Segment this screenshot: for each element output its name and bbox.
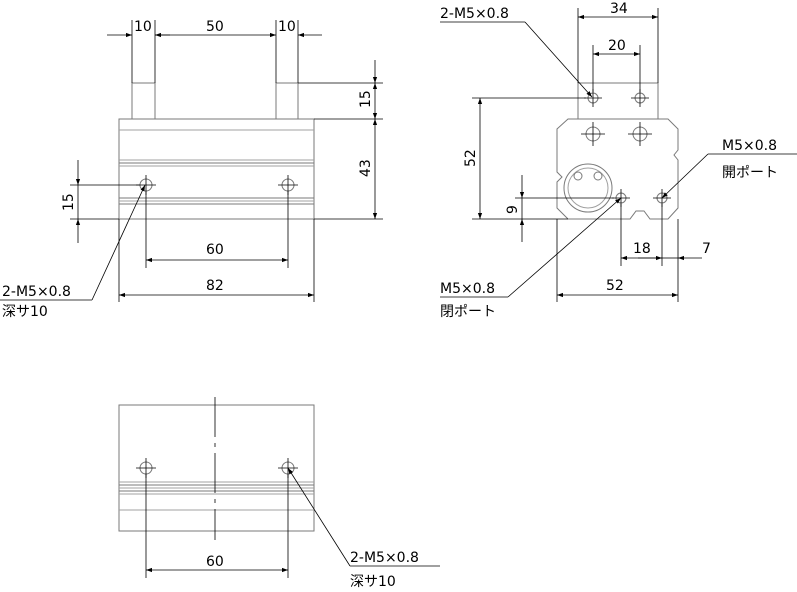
piston-bore — [563, 163, 613, 213]
housing-hole-left — [581, 122, 605, 146]
dim-left: 15 — [61, 193, 77, 211]
callout-thread: 2-M5×0.8 — [2, 284, 71, 300]
bottom-body — [118, 404, 315, 532]
cylinder-body — [118, 118, 315, 220]
port-close-label: 閉ポート — [440, 304, 496, 320]
front-view: 10 50 10 15 43 15 60 82 2-M5×0.8 深サ10 — [0, 19, 383, 320]
port-open-label: 開ポート — [722, 165, 778, 181]
dim-34: 34 — [610, 1, 628, 17]
dim-top-mid: 50 — [206, 19, 224, 35]
jaw-block — [577, 82, 659, 120]
dim-20: 20 — [608, 38, 626, 54]
callout-top: 2-M5×0.8 — [440, 6, 509, 22]
housing-hole-right — [628, 122, 652, 146]
dim-right-lower: 43 — [358, 159, 374, 177]
rod-left — [131, 82, 156, 120]
bottom-callout-thread: 2-M5×0.8 — [350, 550, 419, 566]
port-close-spec: M5×0.8 — [440, 281, 495, 297]
dim-52-bottom: 52 — [606, 278, 624, 294]
side-view: 2-M5×0.8 34 20 52 9 18 7 — [440, 1, 797, 320]
dim-7: 7 — [702, 241, 711, 257]
dim-18: 18 — [633, 241, 651, 257]
callout-depth: 深サ10 — [2, 304, 48, 320]
bottom-dim-hole-pitch: 60 — [206, 554, 224, 570]
bottom-view: 60 2-M5×0.8 深サ10 — [118, 397, 440, 590]
dim-52-left: 52 — [463, 149, 479, 167]
dim-width: 82 — [206, 278, 224, 294]
dim-9: 9 — [505, 205, 521, 214]
rod-right — [275, 82, 299, 120]
dim-top-right: 10 — [278, 19, 296, 35]
port-open-spec: M5×0.8 — [722, 138, 777, 154]
housing — [556, 118, 679, 220]
dim-top-left: 10 — [134, 19, 152, 35]
bottom-callout-depth: 深サ10 — [350, 574, 396, 590]
dim-hole-pitch: 60 — [206, 242, 224, 258]
dim-right-upper: 15 — [358, 90, 374, 108]
